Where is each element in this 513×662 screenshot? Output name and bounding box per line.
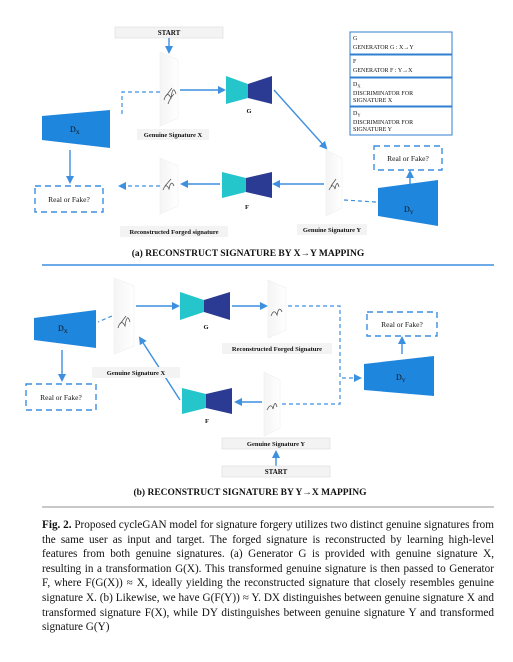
legend-text-dx: DISCRIMINATOR FOR (353, 91, 413, 97)
discriminator-dx-a (42, 110, 110, 148)
disc-x-label-b: DX (58, 324, 68, 335)
genuine-y-label-box-a (297, 224, 367, 235)
discriminator-dy-a (378, 180, 438, 226)
start-box-b (221, 465, 331, 478)
real-or-fake-right-b: Real or Fake? (381, 320, 423, 329)
legend-item-g (349, 31, 453, 55)
legend-symbol-dx: DX (353, 82, 361, 89)
legend: G GENERATOR G : X→Y F GENERATOR F : Y→X … (349, 31, 453, 136)
legend-text-f: GENERATOR F : Y→X (353, 68, 413, 74)
genuine-signature-y-image-b (263, 371, 281, 437)
generator-f-a (222, 172, 272, 198)
reconstructed-label-b: Reconstructed Forged Signature (232, 346, 322, 353)
genuine-y-label-box-b (221, 437, 331, 450)
disc-x-label-a: DX (70, 125, 80, 136)
disc-y-label-a: DY (404, 205, 414, 216)
discriminator-dx-b (34, 310, 96, 348)
legend-text2-dy: SIGNATURE Y (353, 127, 393, 133)
caption-a: (a) RECONSTRUCT SIGNATURE BY X→Y MAPPING (132, 248, 365, 259)
cyclegan-figure: START Genuine Signature X G Genuine Sign… (25, 26, 494, 508)
discriminator-dy-b (364, 356, 434, 396)
legend-text-g: GENERATOR G : X→Y (353, 45, 414, 51)
legend-item-f (349, 54, 453, 78)
legend-symbol-dy: DY (353, 111, 361, 118)
real-or-fake-box-left-a (34, 185, 104, 213)
genuine-x-label-box-a (137, 129, 209, 140)
panel-b: Genuine Signature Y START F Genuine Sign… (25, 277, 438, 498)
genuine-x-label-box-b (92, 367, 180, 378)
legend-text2-dx: SIGNATURE X (353, 98, 393, 104)
real-or-fake-left-a: Real or Fake? (48, 195, 90, 204)
genuine-y-label-a: Genuine Signature Y (303, 227, 361, 234)
genuine-signature-x-image-b (113, 277, 135, 355)
genuine-signature-x-image-a (159, 51, 179, 127)
generator-g-label-b: G (203, 324, 208, 331)
real-or-fake-left-b: Real or Fake? (40, 393, 82, 402)
reconstructed-label-box-b (222, 343, 332, 354)
reconstructed-label-a: Reconstructed Forged signature (129, 229, 218, 236)
legend-item-dx (349, 77, 453, 107)
legend-symbol-f: F (353, 59, 357, 65)
legend-text-dy: DISCRIMINATOR FOR (353, 120, 413, 126)
reconstructed-signature-image-b (267, 279, 287, 339)
caption-b: (b) RECONSTRUCT SIGNATURE BY Y→X MAPPING (133, 487, 367, 498)
reconstructed-label-box-a (120, 226, 228, 237)
generator-g-label-a: G (246, 108, 251, 115)
legend-symbol-g: G (353, 36, 358, 42)
figure-caption: Fig. 2. Proposed cycleGAN model for sign… (42, 518, 494, 635)
genuine-x-label-a: Genuine Signature X (144, 132, 203, 139)
genuine-y-label-b: Genuine Signature Y (247, 441, 305, 448)
disc-y-label-b: DY (396, 373, 406, 384)
real-or-fake-box-left-b (25, 383, 97, 411)
genuine-signature-y-image-a (325, 149, 343, 217)
generator-g-b (180, 292, 230, 320)
generator-f-b (182, 388, 232, 414)
generator-f-label-a: F (245, 204, 249, 211)
generator-f-label-b: F (205, 418, 209, 425)
start-label-b: START (265, 468, 288, 476)
panel-a: START Genuine Signature X G Genuine Sign… (34, 26, 453, 259)
genuine-x-label-b: Genuine Signature X (107, 370, 166, 377)
real-or-fake-right-a: Real or Fake? (387, 154, 429, 163)
figure-caption-text: Proposed cycleGAN model for signature fo… (42, 519, 494, 634)
start-label-a: START (158, 29, 181, 37)
figure-caption-label: Fig. 2. (42, 519, 72, 531)
real-or-fake-box-right-b (366, 311, 438, 337)
generator-g-a (226, 76, 272, 104)
legend-item-dy (349, 106, 453, 136)
reconstructed-signature-image-a (159, 157, 179, 215)
